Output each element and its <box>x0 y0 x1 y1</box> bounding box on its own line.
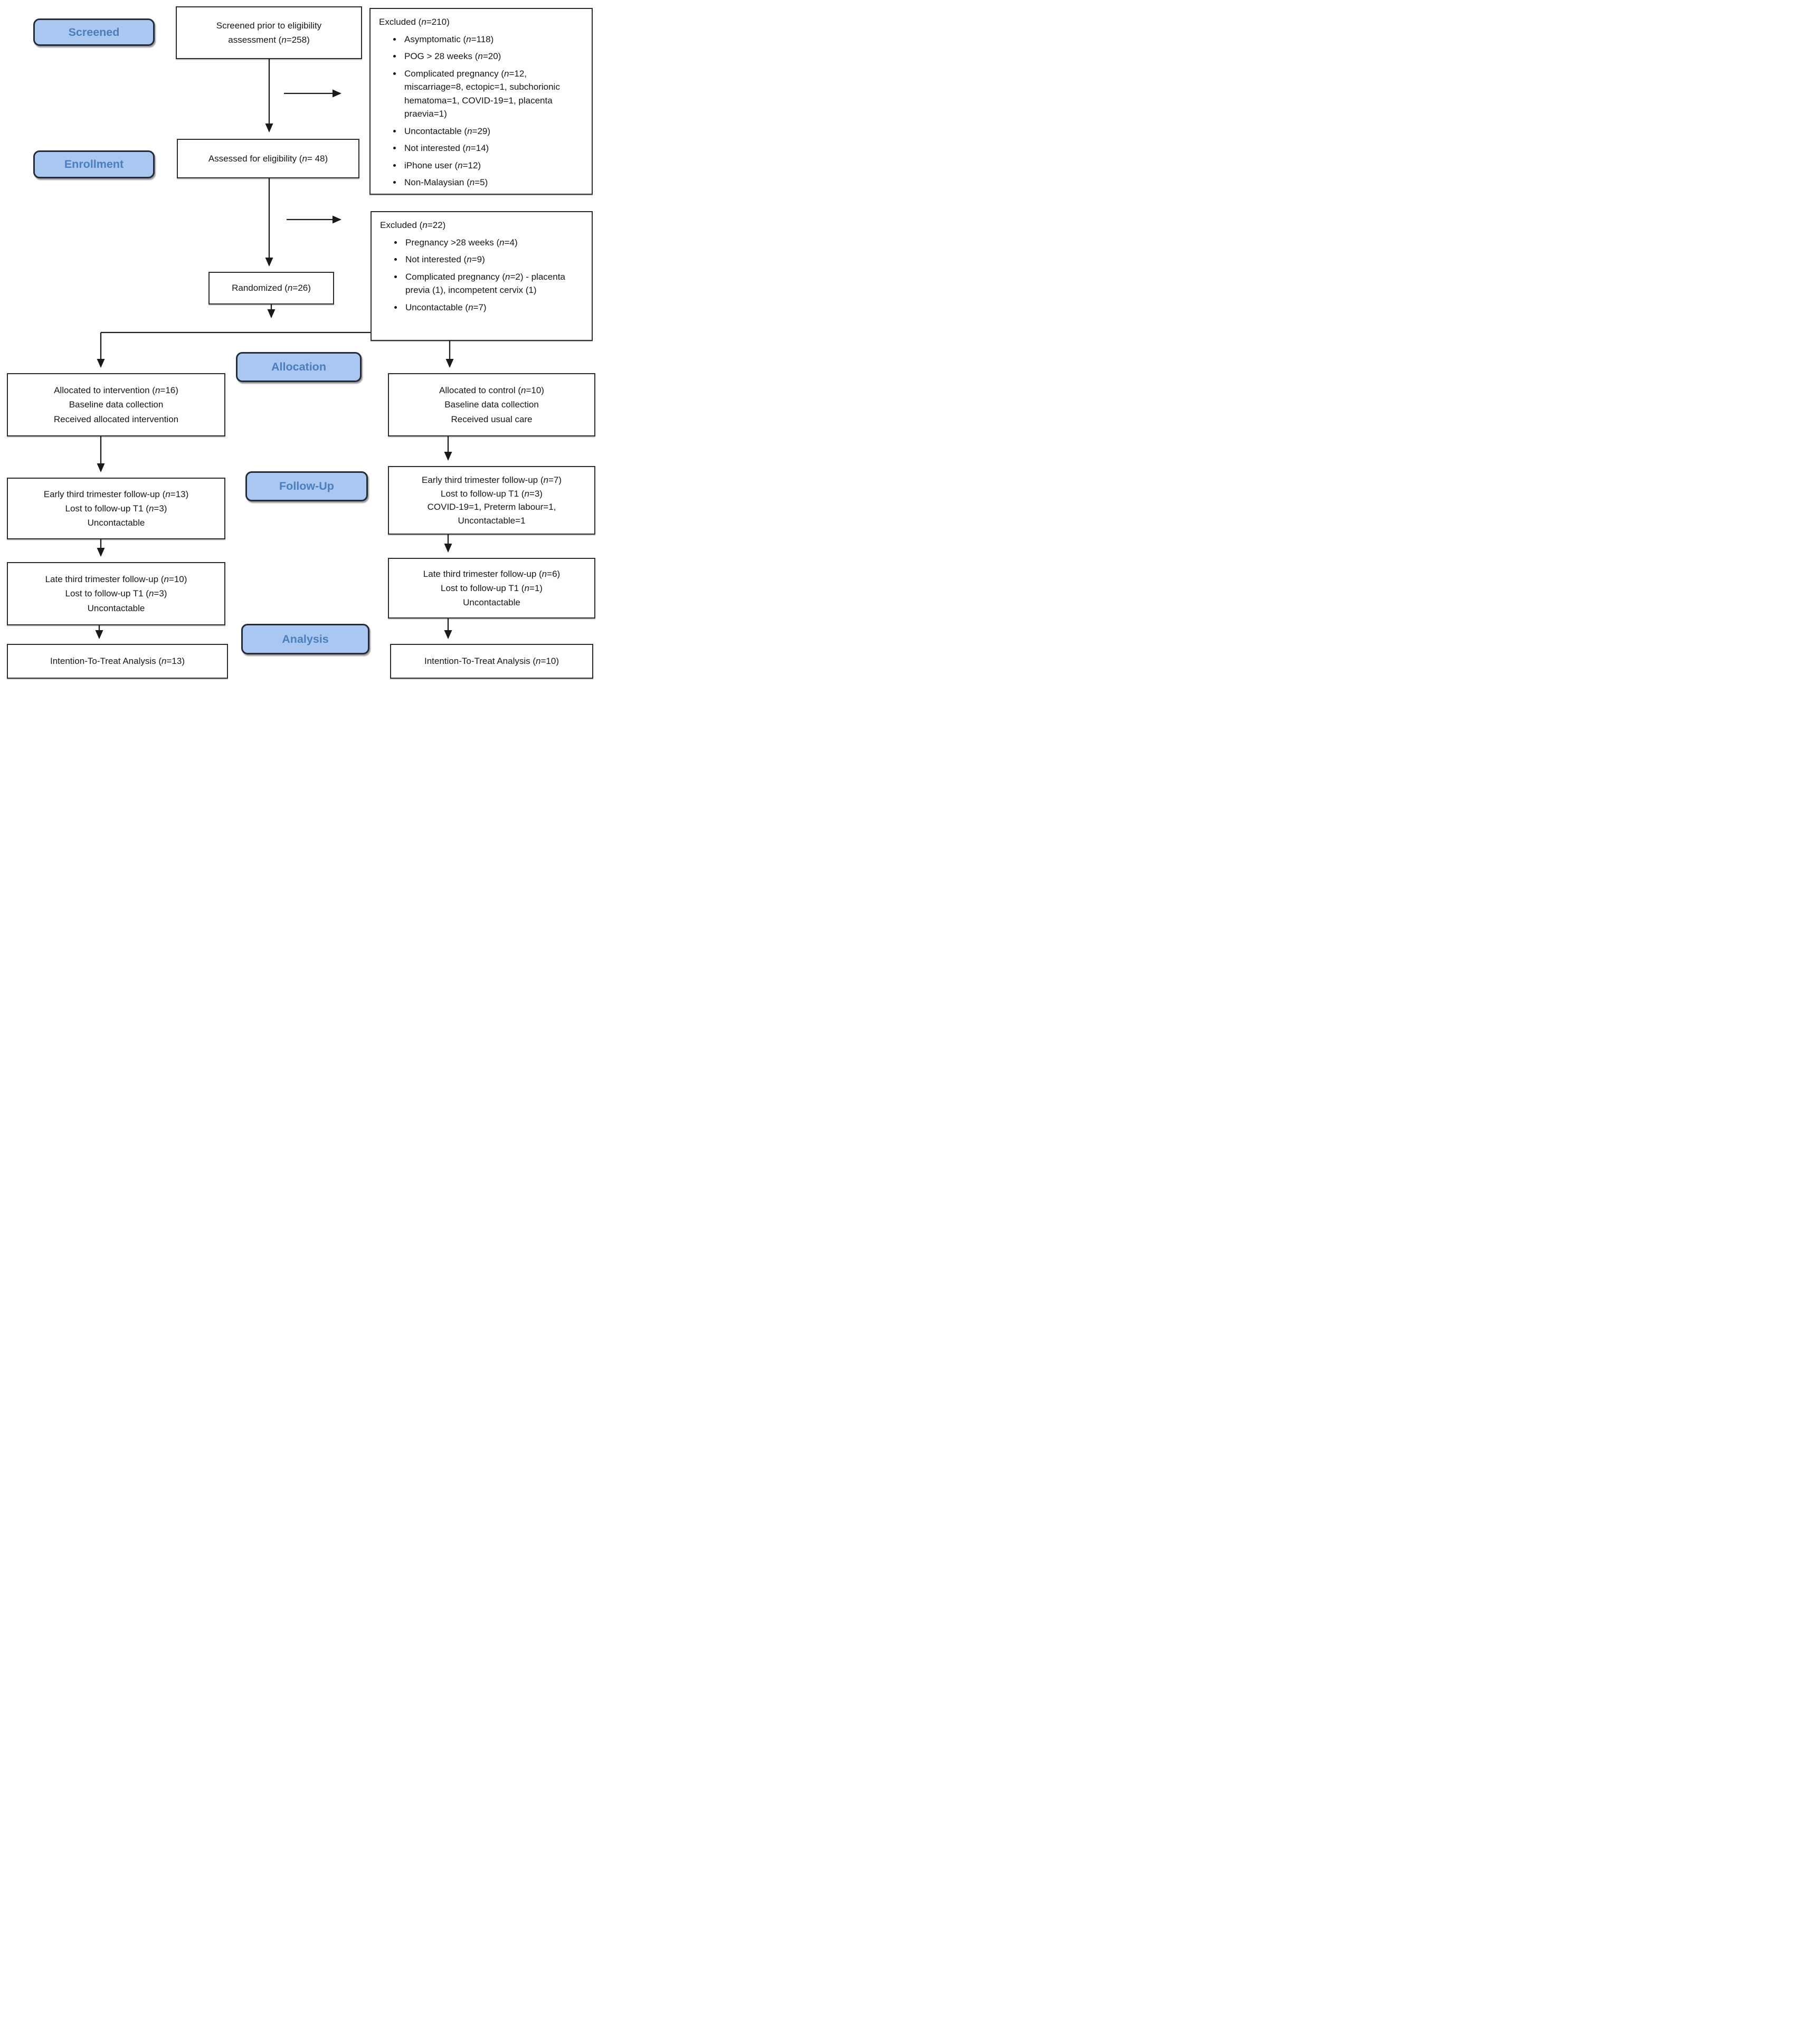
excluded-item: Not interested (n=14) <box>402 141 584 155</box>
box-text-line: Randomized (n=26) <box>232 283 311 293</box>
box-text-line: Assessed for eligibility (n= 48) <box>208 153 328 164</box>
box-late-followup-control: Late third trimester follow-up (n=6) Los… <box>388 558 595 619</box>
excluded-item: Complicated pregnancy (n=12, miscarriage… <box>402 67 584 121</box>
stage-label-follow-up: Follow-Up <box>245 471 368 501</box>
excluded-item: Not interested (n=9) <box>403 253 584 267</box>
box-text-line: Uncontactable <box>463 597 520 608</box>
box-followup-control: Early third trimester follow-up (n=7) Lo… <box>388 466 595 535</box>
box-text-line: Baseline data collection <box>444 400 539 410</box>
box-excluded-screening: Excluded (n=210) Asymptomatic (n=118) PO… <box>369 8 593 195</box>
box-followup-intervention: Early third trimester follow-up (n=13) L… <box>7 478 225 539</box>
box-text-line: Lost to follow-up T1 (n=3) <box>65 588 167 599</box>
excluded-item: Non-Malaysian (n=5) <box>402 176 584 189</box>
box-allocated-intervention: Allocated to intervention (n=16) Baselin… <box>7 373 225 436</box>
stage-label-analysis: Analysis <box>241 624 369 654</box>
excluded-item: Uncontactable (n=29) <box>402 125 584 138</box>
box-assessed-eligibility: Assessed for eligibility (n= 48) <box>177 139 359 178</box>
box-text-line: Intention-To-Treat Analysis (n=10) <box>424 656 559 667</box>
box-randomized: Randomized (n=26) <box>208 272 334 305</box>
box-text-line: Lost to follow-up T1 (n=1) <box>441 583 543 593</box>
box-text-line: Uncontactable <box>87 518 145 528</box>
box-text-line: Intention-To-Treat Analysis (n=13) <box>50 656 185 667</box>
stage-label-allocation: Allocation <box>236 352 362 382</box>
excluded-title: Excluded (n=22) <box>380 220 446 230</box>
box-itt-intervention: Intention-To-Treat Analysis (n=13) <box>7 644 228 679</box>
box-text-line: Received usual care <box>451 414 533 424</box>
excluded-item: Pregnancy >28 weeks (n=4) <box>403 236 584 250</box>
box-text-line: Late third trimester follow-up (n=6) <box>423 568 561 579</box>
box-text-line: Lost to follow-up T1 (n=3) <box>441 488 543 499</box>
box-text-line: Early third trimester follow-up (n=7) <box>421 475 562 485</box>
box-text-line: Allocated to control (n=10) <box>439 385 544 396</box>
box-text-line: Received allocated intervention <box>53 414 179 424</box>
box-text-line: Baseline data collection <box>69 400 164 410</box>
excluded-list: Asymptomatic (n=118) POG > 28 weeks (n=2… <box>379 33 584 193</box>
box-excluded-eligibility: Excluded (n=22) Pregnancy >28 weeks (n=4… <box>371 211 593 341</box>
excluded-item: Asymptomatic (n=118) <box>402 33 584 46</box>
excluded-item: POG > 28 weeks (n=20) <box>402 50 584 63</box>
box-text-line: Uncontactable <box>87 603 145 613</box>
excluded-item: Uncontactable (n=7) <box>403 301 584 315</box>
consort-flow-diagram: Screened Enrollment Allocation Follow-Up… <box>0 0 598 683</box>
box-allocated-control: Allocated to control (n=10) Baseline dat… <box>388 373 595 436</box>
box-screened-prior: Screened prior to eligibility assessment… <box>176 6 362 59</box>
excluded-list: Pregnancy >28 weeks (n=4) Not interested… <box>380 236 584 318</box>
stage-label-screened: Screened <box>33 18 155 46</box>
box-text-line: Allocated to intervention (n=16) <box>54 385 178 396</box>
box-itt-control: Intention-To-Treat Analysis (n=10) <box>390 644 593 679</box>
box-text-line: assessment (n=258) <box>228 35 310 45</box>
excluded-item: iPhone user (n=12) <box>402 159 584 173</box>
box-late-followup-intervention: Late third trimester follow-up (n=10) Lo… <box>7 562 225 625</box>
excluded-title: Excluded (n=210) <box>379 17 450 27</box>
excluded-item: Complicated pregnancy (n=2) - placenta p… <box>403 270 584 297</box>
box-text-line: Late third trimester follow-up (n=10) <box>45 574 187 585</box>
box-text-line: Screened prior to eligibility <box>216 20 322 31</box>
box-text-line: Early third trimester follow-up (n=13) <box>43 489 189 499</box>
box-text-line: Uncontactable=1 <box>458 515 526 526</box>
box-text-line: COVID-19=1, Preterm labour=1, <box>427 502 556 512</box>
box-text-line: Lost to follow-up T1 (n=3) <box>65 503 167 514</box>
stage-label-enrollment: Enrollment <box>33 150 155 178</box>
